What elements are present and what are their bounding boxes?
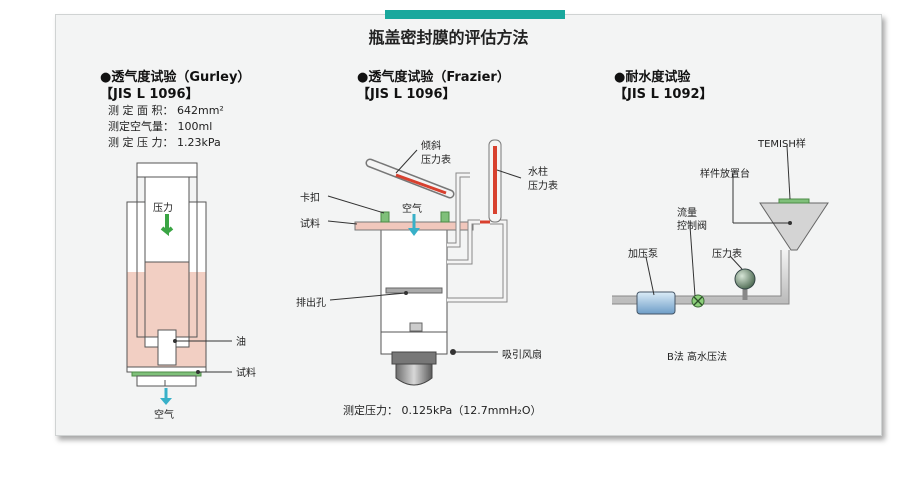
method-label: B法 高水压法 (667, 352, 728, 363)
gurley-air-label: 空气 (154, 410, 174, 421)
gurley-standard: 【JIS L 1096】 (100, 87, 199, 102)
exhaust-label: 排出孔 (296, 298, 326, 309)
water-gauge-label-1: 水柱 (528, 167, 548, 178)
gauge-label: 压力表 (712, 249, 742, 260)
pressure-pump (636, 291, 676, 315)
frazier-apparatus (327, 139, 522, 386)
title-accent-bar (385, 10, 565, 19)
gurley-sample (131, 371, 202, 377)
gurley-heading: ●透气度试验（Gurley） (100, 70, 251, 85)
frazier-heading: ●透气度试验（Frazier） (357, 70, 510, 85)
stage-label: 样件放置台 (700, 169, 750, 180)
water-apparatus (612, 145, 829, 315)
flow-valve-label-2: 控制阀 (677, 221, 707, 232)
flow-valve-label-1: 流量 (677, 208, 697, 219)
gurley-oil-label: 油 (236, 337, 246, 348)
gurley-tube (157, 329, 177, 366)
frazier-air-label: 空气 (402, 204, 422, 215)
air-out-arrow (160, 398, 172, 405)
water-column-fluid (493, 146, 497, 214)
gurley-sample-label: 试料 (236, 368, 256, 379)
temish-sample (778, 198, 810, 204)
suction-fan (395, 363, 433, 386)
temish-label: TEMISH样 (758, 139, 806, 150)
frazier-sample-label: 试料 (300, 219, 320, 230)
water-gauge-label-2: 压力表 (528, 181, 558, 192)
water-heading: ●耐水度试验 (614, 70, 691, 85)
incline-gauge-label-2: 压力表 (421, 155, 451, 166)
water-standard: 【JIS L 1092】 (614, 87, 713, 102)
gurley-spec-air: 测定空气量： 100ml (108, 120, 213, 133)
measure-pressure: 测定压力： 0.125kPa（12.7mmH₂O） (343, 404, 542, 417)
incline-gauge-label-1: 倾斜 (421, 141, 441, 152)
gurley-spec-pressure: 测 定 压 力： 1.23kPa (108, 136, 221, 149)
pump-label: 加压泵 (628, 249, 658, 260)
gurley-apparatus (126, 162, 232, 405)
clamp-label: 卡扣 (300, 193, 320, 204)
gurley-top-cap (136, 162, 198, 178)
inclined-gauge-fluid (395, 173, 447, 195)
pressure-arrow (160, 214, 174, 237)
sample-stage (759, 202, 829, 251)
page-title: 瓶盖密封膜的评估方法 (368, 28, 529, 47)
gurley-spec-area: 测 定 面 积： 642mm² (108, 104, 224, 117)
frazier-standard: 【JIS L 1096】 (357, 87, 456, 102)
fan-label: 吸引风扇 (502, 350, 542, 361)
gurley-pressure-label: 压力 (153, 203, 173, 214)
